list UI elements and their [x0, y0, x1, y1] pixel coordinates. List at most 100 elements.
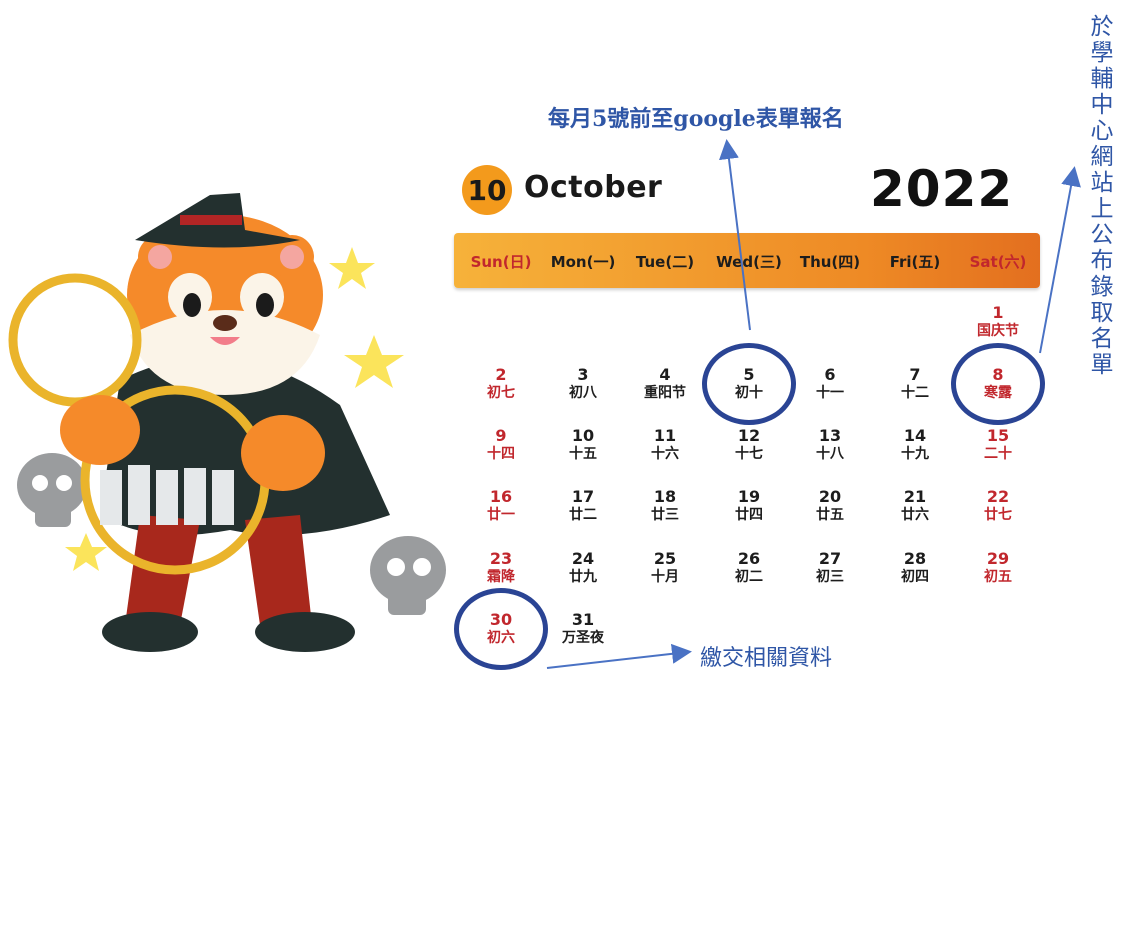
- lunar-date: 初三: [816, 569, 844, 585]
- day-number: 16: [489, 487, 513, 506]
- lunar-date: 国庆节: [977, 323, 1019, 339]
- weekday-label: Thu(四): [799, 253, 861, 271]
- day-number: 15: [986, 426, 1010, 445]
- lunar-date: 十五: [569, 446, 597, 462]
- lunar-date: 十一: [816, 385, 844, 401]
- lunar-date: 十四: [487, 446, 515, 462]
- day-number: 10: [571, 426, 595, 445]
- day-number: 22: [986, 487, 1010, 506]
- arrow-up-announce: [1039, 166, 1081, 354]
- weekday-label: Fri(五): [889, 253, 941, 271]
- arrow-up-register: [719, 139, 751, 331]
- lunar-date: 廿九: [569, 569, 597, 585]
- arrow-right-submit: [546, 643, 692, 669]
- lunar-date: 廿四: [735, 507, 763, 523]
- lunar-date: 十六: [651, 446, 679, 462]
- day-number: 6: [824, 365, 836, 384]
- note-register: 每月5號前至google表單報名: [548, 106, 844, 132]
- tiger-witch-mascot-icon: [8, 193, 446, 652]
- lunar-date: 初八: [569, 385, 597, 401]
- note-submit-documents: 繳交相關資料: [700, 646, 833, 671]
- weekday-label: Tue(二): [635, 253, 695, 271]
- lunar-date: 十九: [901, 446, 929, 462]
- day-number: 11: [653, 426, 677, 445]
- lunar-date: 初四: [901, 569, 929, 585]
- weekday-label: Mon(一): [550, 253, 616, 271]
- highlight-circle: [454, 588, 548, 670]
- day-number: 18: [653, 487, 677, 506]
- day-number: 21: [903, 487, 927, 506]
- lunar-date: 廿一: [487, 507, 515, 523]
- month-name: October: [524, 170, 663, 205]
- day-number: 4: [659, 365, 671, 384]
- day-number: 17: [571, 487, 595, 506]
- lunar-date: 初五: [984, 569, 1012, 585]
- lunar-date: 廿七: [984, 507, 1012, 523]
- day-number: 12: [737, 426, 761, 445]
- month-number-badge: 10: [462, 165, 512, 215]
- day-number: 28: [903, 549, 927, 568]
- highlight-circle: [951, 343, 1045, 425]
- day-number: 19: [737, 487, 761, 506]
- lunar-date: 十八: [816, 446, 844, 462]
- lunar-date: 廿二: [569, 507, 597, 523]
- note-announce-list: 於學輔中心網站上公布錄取名單: [1090, 14, 1114, 378]
- day-number: 13: [818, 426, 842, 445]
- day-number: 23: [489, 549, 513, 568]
- day-number: 3: [577, 365, 589, 384]
- lunar-date: 万圣夜: [562, 630, 604, 646]
- day-number: 7: [909, 365, 921, 384]
- lunar-date: 霜降: [487, 569, 515, 585]
- day-number: 1: [992, 303, 1004, 322]
- year-title: 2022: [870, 160, 1014, 218]
- lunar-date: 廿五: [816, 507, 844, 523]
- weekday-label: Sat(六): [969, 253, 1027, 271]
- lunar-date: 初二: [735, 569, 763, 585]
- lunar-date: 廿三: [651, 507, 679, 523]
- highlight-circle: [702, 343, 796, 425]
- day-number: 31: [571, 610, 595, 629]
- day-number: 14: [903, 426, 927, 445]
- weekday-label: Sun(日): [470, 253, 532, 271]
- day-number: 25: [653, 549, 677, 568]
- weekday-header-bar: Sun(日) Mon(一) Tue(二) Wed(三) Thu(四) Fri(五) Sat(…: [454, 233, 1040, 288]
- day-number: 20: [818, 487, 842, 506]
- lunar-date: 重阳节: [644, 385, 686, 401]
- day-number: 9: [495, 426, 507, 445]
- lunar-date: 初七: [487, 385, 515, 401]
- lunar-date: 十月: [651, 569, 679, 585]
- lunar-date: 二十: [984, 446, 1012, 462]
- lunar-date: 十七: [735, 446, 763, 462]
- day-number: 27: [818, 549, 842, 568]
- day-number: 26: [737, 549, 761, 568]
- weekday-label: Wed(三): [716, 253, 782, 271]
